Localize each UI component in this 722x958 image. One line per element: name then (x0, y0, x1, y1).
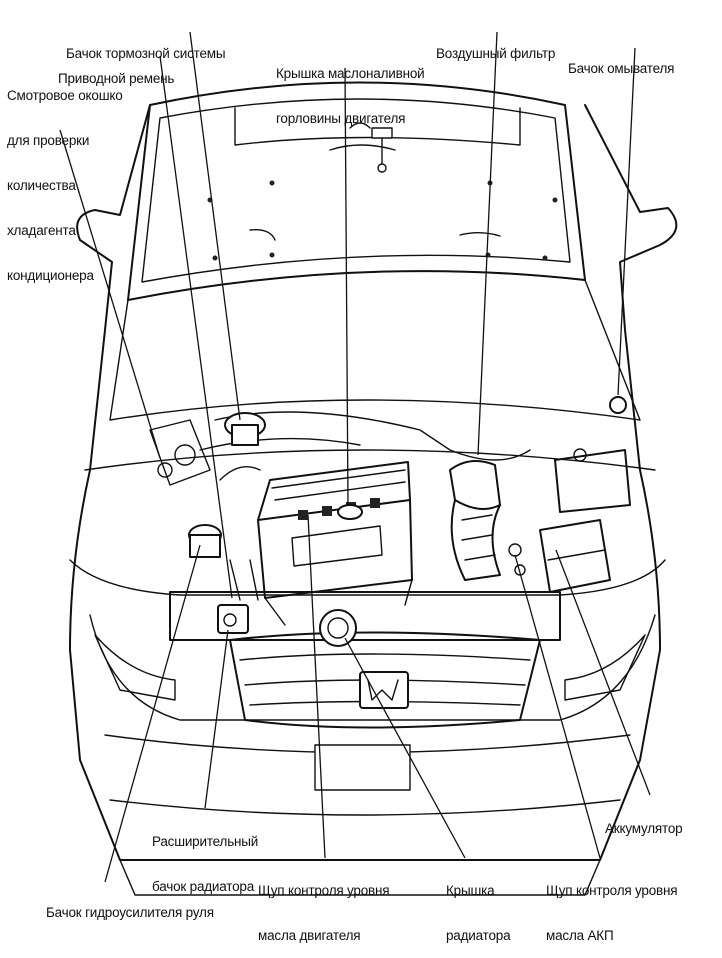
label-power-steering-reservoir: Бачок гидроусилителя руля (46, 905, 214, 920)
car-body (69, 104, 678, 896)
label-drive-belt: Приводной ремень (58, 71, 175, 86)
engine-bay-diagram (59, 31, 678, 896)
air-filter-shape (449, 460, 501, 510)
leader-power-steering-reservoir (104, 544, 201, 883)
grille (229, 631, 541, 729)
leader-lines (59, 31, 651, 883)
label-expansion-tank: Расширительный бачок радиатора (152, 834, 259, 894)
leader-sight-glass (59, 129, 161, 459)
label-engine-dipstick: Щуп контроля уровня масла двигателя (258, 883, 390, 943)
leader-radiator-cap (344, 637, 466, 859)
radiator-cap-shape (319, 609, 357, 647)
label-brake-reservoir: Бачок тормозной системы (66, 46, 226, 61)
right-components (449, 396, 631, 593)
label-sight-glass: Смотровое окошко для проверки количества… (7, 88, 123, 283)
leader-air-filter (477, 31, 498, 456)
leader-brake-reservoir (189, 31, 241, 421)
label-atf-dipstick: Щуп контроля уровня масла АКП (546, 883, 678, 943)
leader-oil-filler-cap (344, 67, 349, 506)
leader-engine-dipstick (307, 514, 326, 859)
oil-cap-shape (337, 504, 363, 520)
label-radiator-cap: Крышка радиатора (446, 883, 511, 943)
leader-washer-reservoir (617, 47, 636, 396)
label-oil-filler-cap: Крышка маслоналивной горловины двигателя (276, 66, 425, 126)
washer-reservoir-shape (609, 396, 627, 414)
left-components (149, 412, 266, 601)
battery-shape (539, 519, 611, 593)
radiator-support (169, 591, 561, 647)
leader-drive-belt (159, 55, 233, 599)
leader-atf-dipstick (514, 554, 601, 859)
label-air-filter: Воздушный фильтр (436, 46, 556, 61)
label-battery: Аккумулятор (605, 821, 683, 836)
leader-battery (555, 549, 651, 796)
expansion-tank-shape (217, 604, 249, 634)
engine (199, 411, 531, 626)
label-washer-reservoir: Бачок омывателя (568, 61, 675, 76)
leader-expansion-tank (204, 629, 229, 809)
